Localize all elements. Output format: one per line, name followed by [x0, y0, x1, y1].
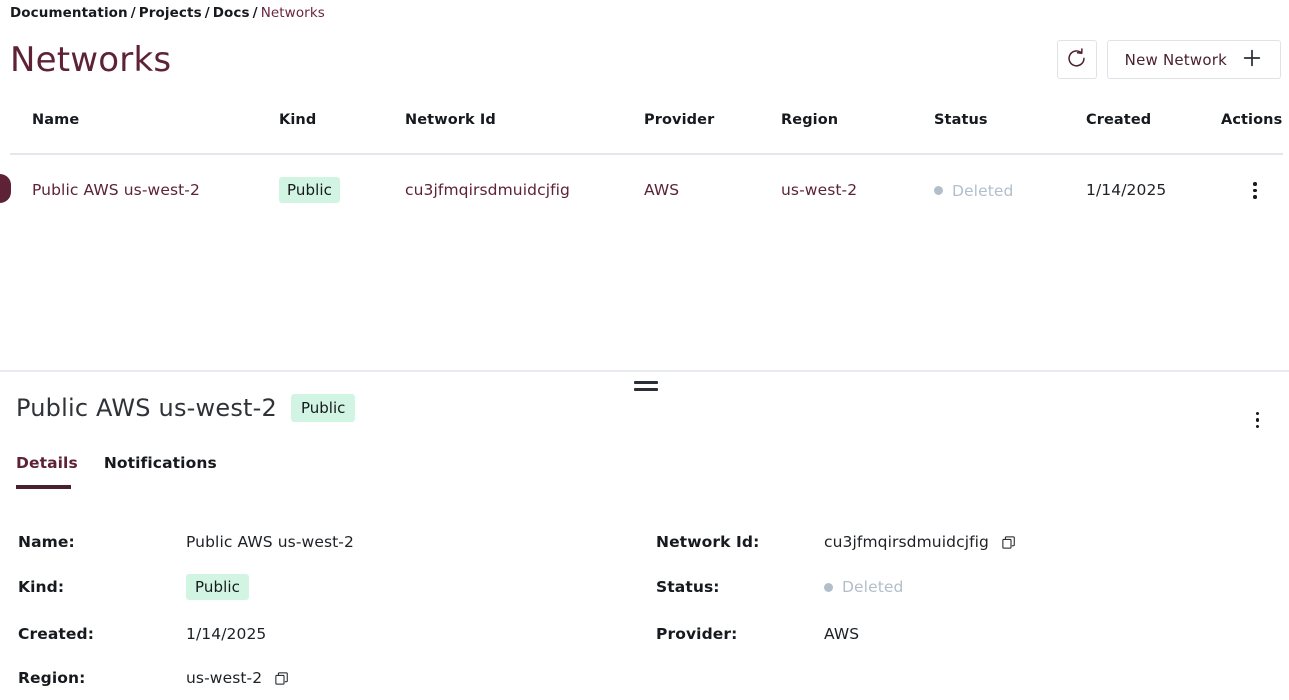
tab-notifications[interactable]: Notifications — [103, 454, 217, 472]
cell-created: 1/14/2025 — [1086, 181, 1167, 199]
column-header-created[interactable]: Created — [1086, 112, 1152, 128]
field-kind-label: Kind: — [18, 578, 65, 596]
status-dot-icon — [824, 582, 833, 592]
field-status: Status: Deleted — [656, 574, 903, 600]
tabs-rule — [16, 486, 1273, 488]
breadcrumb-separator: / — [252, 5, 258, 21]
status-label: Deleted — [952, 181, 1014, 200]
breadcrumb-item-docs[interactable]: Docs — [212, 5, 250, 21]
splitter-drag-handle[interactable] — [634, 381, 658, 391]
refresh-counterclockwise-icon — [1066, 47, 1087, 72]
cell-network-id[interactable]: cu3jfmqirsdmuidcjfig — [405, 181, 570, 199]
column-header-provider[interactable]: Provider — [644, 112, 715, 128]
status-dot-icon — [934, 186, 943, 195]
field-provider-value: AWS — [824, 625, 860, 643]
field-created-value: 1/14/2025 — [186, 625, 267, 643]
breadcrumb-item-documentation[interactable]: Documentation — [10, 5, 128, 21]
field-status-value: Deleted — [824, 578, 903, 596]
field-created: Created: 1/14/2025 — [18, 621, 266, 647]
cell-provider: AWS — [644, 181, 680, 199]
cell-kind: Public — [279, 166, 340, 214]
detail-tabs: Details Notifications — [16, 454, 243, 482]
field-region-label: Region: — [18, 669, 86, 687]
field-status-label: Status: — [656, 578, 720, 596]
status-badge: Deleted — [824, 578, 903, 596]
copy-icon[interactable] — [274, 671, 289, 686]
cell-region: us-west-2 — [781, 181, 858, 199]
field-region-value: us-west-2 — [186, 669, 289, 687]
detail-actions-button[interactable] — [1255, 400, 1259, 428]
field-kind-value: Public — [186, 574, 249, 600]
kebab-menu-icon[interactable] — [1253, 182, 1257, 199]
breadcrumb-item-networks[interactable]: Networks — [260, 5, 325, 21]
cell-actions — [1253, 166, 1257, 214]
field-created-label: Created: — [18, 625, 95, 643]
column-header-actions: Actions — [1221, 112, 1283, 128]
new-network-button[interactable]: New Network — [1106, 40, 1281, 79]
refresh-button[interactable] — [1056, 40, 1097, 79]
column-header-region[interactable]: Region — [781, 112, 839, 128]
kebab-menu-icon[interactable] — [1255, 411, 1259, 428]
breadcrumb-separator: / — [204, 5, 210, 21]
field-network-id-value: cu3jfmqirsdmuidcjfig — [824, 533, 1016, 551]
field-region-text: us-west-2 — [186, 669, 263, 687]
field-network-id-label: Network Id: — [656, 533, 760, 551]
table-header-divider — [10, 153, 1283, 155]
field-name-label: Name: — [18, 533, 75, 551]
breadcrumb-item-projects[interactable]: Projects — [138, 5, 202, 21]
cell-status: Deleted — [934, 166, 1013, 215]
column-header-status[interactable]: Status — [934, 112, 988, 128]
field-name: Name: Public AWS us-west-2 — [18, 529, 354, 555]
column-header-network-id[interactable]: Network Id — [405, 112, 496, 128]
field-region: Region: us-west-2 — [18, 665, 289, 691]
detail-panel-header: Public AWS us-west-2 Public — [16, 394, 356, 422]
page-actions: New Network — [1056, 40, 1281, 79]
new-network-label: New Network — [1124, 50, 1227, 69]
networks-table: Name Kind Network Id Provider Region Sta… — [0, 112, 1289, 214]
breadcrumb-separator: / — [130, 5, 136, 21]
kind-badge: Public — [186, 574, 249, 600]
field-name-value: Public AWS us-west-2 — [186, 533, 354, 551]
status-label: Deleted — [842, 578, 904, 596]
copy-icon[interactable] — [1001, 535, 1016, 550]
status-badge: Deleted — [934, 167, 1013, 215]
tab-active-indicator — [16, 485, 71, 489]
column-header-name[interactable]: Name — [32, 112, 80, 128]
field-network-id: Network Id: cu3jfmqirsdmuidcjfig — [656, 529, 1016, 555]
kind-badge: Public — [279, 177, 340, 203]
tab-details[interactable]: Details — [16, 454, 78, 472]
column-header-kind[interactable]: Kind — [279, 112, 317, 128]
detail-title: Public AWS us-west-2 — [16, 394, 277, 422]
detail-kind-badge: Public — [290, 394, 356, 422]
field-provider: Provider: AWS — [656, 621, 859, 647]
field-provider-label: Provider: — [656, 625, 738, 643]
field-network-id-text: cu3jfmqirsdmuidcjfig — [824, 533, 989, 551]
table-header-row: Name Kind Network Id Provider Region Sta… — [0, 112, 1289, 152]
field-kind: Kind: Public — [18, 574, 249, 600]
table-row[interactable]: Public AWS us-west-2 Public cu3jfmqirsdm… — [0, 166, 1289, 214]
page-title: Networks — [10, 40, 172, 80]
breadcrumb: Documentation/Projects/Docs/Networks — [10, 5, 325, 21]
row-selected-marker — [0, 174, 11, 203]
panel-splitter — [0, 370, 1289, 372]
cell-name[interactable]: Public AWS us-west-2 — [32, 181, 200, 199]
plus-icon — [1241, 47, 1263, 73]
